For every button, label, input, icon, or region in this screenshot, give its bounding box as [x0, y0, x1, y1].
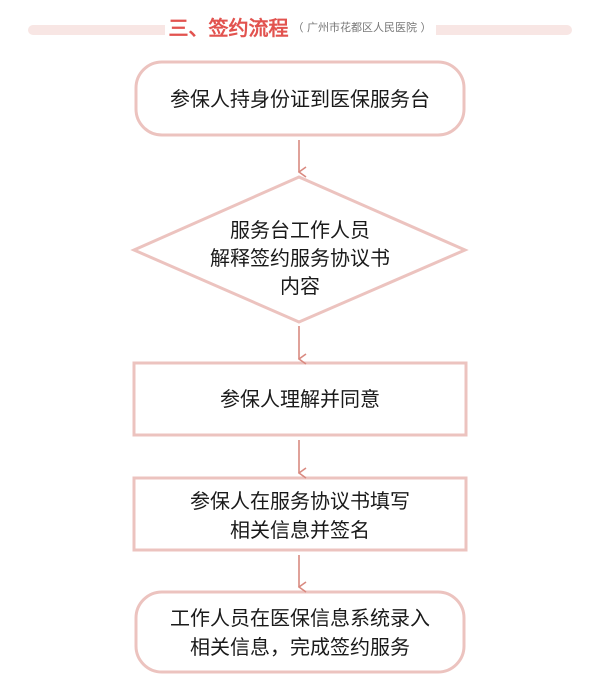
step5-text-line2: 相关信息，完成签约服务 — [190, 635, 410, 659]
section-header: 三、签约流程（ 广州市花都区人民医院 ） — [0, 12, 600, 41]
section-subtitle: （ 广州市花都区人民医院 ） — [292, 18, 436, 35]
step3-text: 参保人理解并同意 — [220, 387, 380, 411]
step5-text-line1: 工作人员在医保信息系统录入 — [170, 606, 430, 630]
step2-text-line3: 内容 — [280, 274, 320, 298]
step4-text-line1: 参保人在服务协议书填写 — [190, 489, 410, 513]
step1-text: 参保人持身份证到医保服务台 — [170, 87, 430, 111]
step5-box — [134, 590, 466, 674]
step2-text-line1: 服务台工作人员 — [230, 218, 370, 242]
step2-diamond — [130, 175, 469, 324]
section-title: 三、签约流程 — [164, 12, 293, 41]
step3-box — [132, 361, 468, 437]
step4-text-line2: 相关信息并签名 — [230, 518, 370, 542]
step2-text-line2: 解释签约服务协议书 — [210, 246, 390, 270]
step1-box — [134, 60, 466, 137]
